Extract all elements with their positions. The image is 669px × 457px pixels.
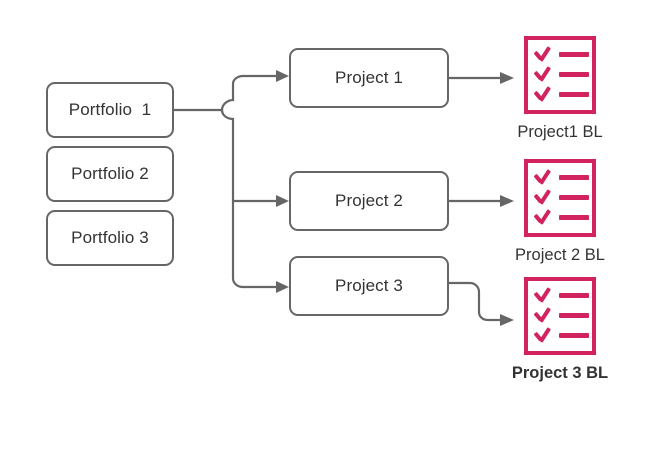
- checklist-row: [533, 169, 589, 185]
- checklist-line: [559, 195, 589, 200]
- baseline-label: Project 2 BL: [515, 246, 605, 264]
- checklist-line: [559, 313, 589, 318]
- checklist-row: [533, 86, 589, 102]
- portfolio-node-3[interactable]: Portfolio 3: [46, 210, 174, 266]
- checklist-line: [559, 215, 589, 220]
- checklist-line: [559, 92, 589, 97]
- checklist-row: [533, 287, 589, 303]
- check-icon: [534, 46, 550, 62]
- checklist-icon[interactable]: [524, 277, 596, 355]
- checklist-line: [559, 293, 589, 298]
- portfolio-node-2[interactable]: Portfolio 2: [46, 146, 174, 202]
- portfolio-label: Portfolio 3: [71, 227, 149, 247]
- portfolio-label: Portfolio 2: [71, 163, 149, 183]
- checklist-line: [559, 175, 589, 180]
- baseline-label: Project1 BL: [517, 123, 603, 141]
- baseline-label: Project 3 BL: [511, 364, 609, 382]
- portfolio-label: Portfolio 1: [68, 99, 152, 119]
- check-icon: [534, 189, 550, 205]
- project-node-3[interactable]: Project 3: [289, 256, 449, 316]
- check-icon: [534, 287, 550, 303]
- check-icon: [534, 86, 550, 102]
- checklist-icon[interactable]: [524, 36, 596, 114]
- checklist-line: [559, 333, 589, 338]
- project-label: Project 1: [335, 67, 403, 87]
- check-icon: [534, 169, 550, 185]
- checklist-row: [533, 307, 589, 323]
- check-icon: [534, 307, 550, 323]
- portfolio-node-1[interactable]: Portfolio 1: [46, 82, 174, 138]
- checklist-row: [533, 66, 589, 82]
- project-label: Project 2: [335, 190, 403, 210]
- checklist-line: [559, 72, 589, 77]
- project-node-1[interactable]: Project 1: [289, 48, 449, 108]
- checklist-row: [533, 327, 589, 343]
- connector-branch-project1: [220, 74, 276, 111]
- baseline-group-1: Project1 BL: [472, 36, 648, 143]
- checklist-line: [559, 52, 589, 57]
- checklist-row: [533, 189, 589, 205]
- arrowhead-project2: [276, 195, 289, 207]
- checklist-row: [533, 209, 589, 225]
- connector-trunk-down: [220, 109, 276, 289]
- arrowhead-project1: [276, 70, 289, 82]
- checklist-icon[interactable]: [524, 159, 596, 237]
- project-node-2[interactable]: Project 2: [289, 171, 449, 231]
- checklist-row: [533, 46, 589, 62]
- check-icon: [534, 66, 550, 82]
- project-label: Project 3: [335, 275, 403, 295]
- baseline-group-3: Project 3 BL: [472, 277, 648, 384]
- arrowhead-project3: [276, 281, 289, 293]
- baseline-group-2: Project 2 BL: [472, 159, 648, 266]
- check-icon: [534, 327, 550, 343]
- check-icon: [534, 209, 550, 225]
